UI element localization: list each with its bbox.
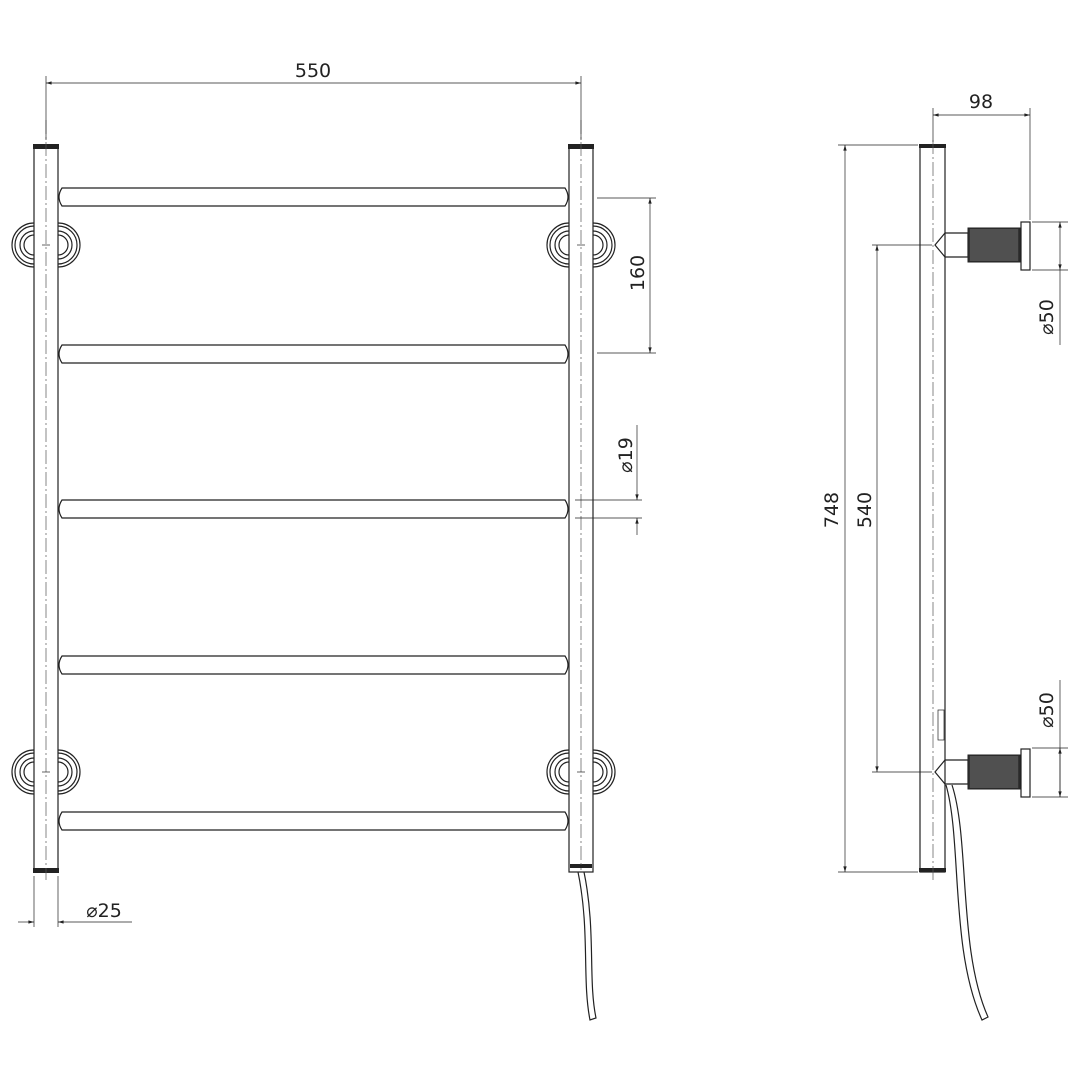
wall-bracket [546,222,616,268]
dimension-depth: 98 [932,91,1031,220]
dimension-label: ⌀25 [86,900,122,922]
dimension-overall-height: 748 [821,144,918,873]
dimension-bar-spacing: 160 [597,197,656,354]
dimension-bracket-diameter-bottom: ⌀50 [1032,680,1068,798]
horizontal-bars [58,187,569,831]
dimension-label: 540 [854,492,876,528]
wall-connector [934,748,1031,798]
dimension-label: ⌀19 [615,437,637,473]
dimension-label: ⌀50 [1036,299,1058,335]
dimension-bracket-diameter-top: ⌀50 [1032,221,1068,345]
dimension-bracket-centres: 540 [854,244,932,773]
front-view [11,120,616,1021]
right-rail [568,120,594,873]
dimension-rail-diameter: ⌀25 [18,876,132,927]
towel-bar [58,344,569,364]
power-cable [945,784,989,1021]
towel-bar [58,655,569,675]
towel-bar [58,187,569,207]
dimension-label: 160 [627,255,649,291]
power-cable [577,871,597,1021]
wall-bracket [11,222,81,268]
dimension-bar-diameter: ⌀19 [575,425,642,535]
wall-bracket [546,749,616,795]
towel-bar [58,811,569,831]
side-view [919,140,1031,1021]
dimension-label: 98 [969,91,993,113]
dimension-label: 748 [821,492,843,528]
wall-brackets [11,222,616,795]
dimension-overall-width: 550 [45,60,582,140]
wall-connector [934,221,1031,271]
wall-bracket [11,749,81,795]
towel-bar [58,499,569,519]
left-rail [33,120,59,880]
dimension-label: 550 [295,60,331,82]
dimension-label: ⌀50 [1036,692,1058,728]
